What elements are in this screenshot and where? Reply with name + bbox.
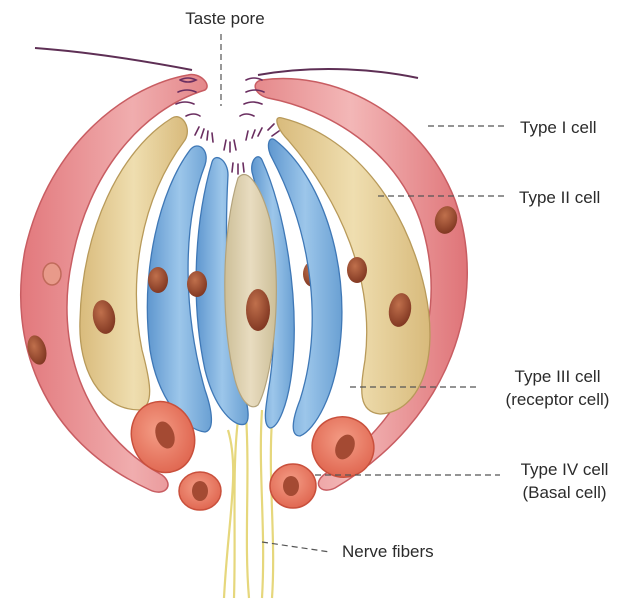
epithelium-surface-right xyxy=(258,69,418,78)
type-3-cell-sublabel: (receptor cell) xyxy=(485,389,630,410)
nerve-fibers-label: Nerve fibers xyxy=(342,541,434,562)
nerve-fibers xyxy=(224,410,273,598)
type-4-cell-label: Type IV cell xyxy=(497,459,632,480)
type-4-nucleus-right-b xyxy=(283,476,299,496)
type-1-nucleus-left-b xyxy=(43,263,61,285)
type-4-cell-sublabel: (Basal cell) xyxy=(497,482,632,503)
type-3-nucleus-1 xyxy=(148,267,168,293)
taste-pore-label: Taste pore xyxy=(170,8,280,29)
type-2-cell-label: Type II cell xyxy=(519,187,600,208)
type-3-nucleus-2 xyxy=(187,271,207,297)
epithelium-surface-left xyxy=(35,48,192,70)
type-4-nucleus-left-b xyxy=(192,481,208,501)
central-cell-nucleus xyxy=(246,289,270,331)
type-3-cell-label: Type III cell xyxy=(485,366,630,387)
type-1-cell-label: Type I cell xyxy=(520,117,597,138)
type-3-nucleus-4 xyxy=(347,257,367,283)
